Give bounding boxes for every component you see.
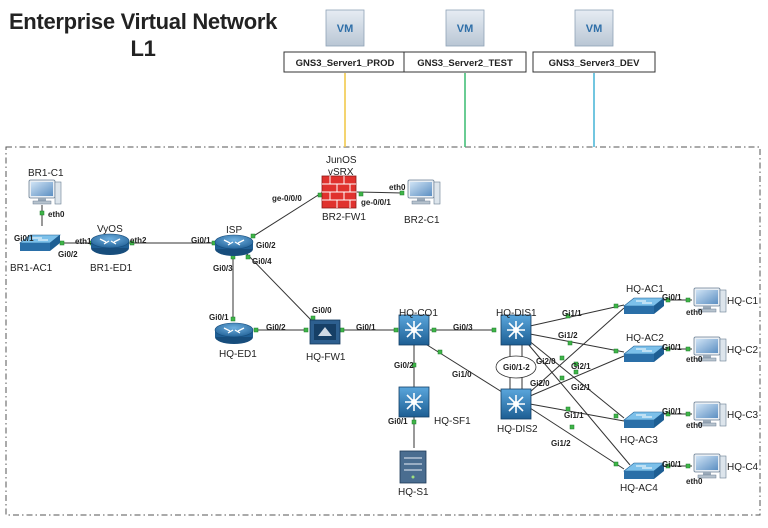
hq-ed1-router-icon[interactable]: [214, 322, 254, 345]
title-line-2: L1: [130, 36, 156, 61]
port-label: Gi0/1: [14, 234, 34, 243]
isp-router-icon[interactable]: [214, 234, 254, 257]
hq-dis2-switch-icon[interactable]: [500, 388, 532, 420]
hq-c4-label: HQ-C4: [727, 462, 759, 473]
port-label: Gi0/3: [213, 264, 233, 273]
port-label: eth0: [686, 477, 703, 486]
server-name: GNS3_Server2_TEST: [417, 58, 513, 69]
hq-co1-switch-icon[interactable]: [398, 314, 430, 346]
br2-c1-pc-icon[interactable]: [407, 179, 441, 205]
port-label: ge-0/0/0: [272, 194, 302, 203]
br2-fw1-label: BR2-FW1: [322, 212, 366, 223]
port-label: Gi0/0: [312, 306, 332, 315]
port-label: Gi1/0: [452, 370, 472, 379]
port-label: Gi0/2: [58, 250, 78, 259]
br2-fw1-os1-label: JunOS: [326, 155, 357, 166]
br1-ed1-label: BR1-ED1: [90, 263, 133, 274]
port-dots: [39, 190, 691, 469]
port-label: Gi0/1: [191, 236, 211, 245]
port-label: eth2: [130, 236, 147, 245]
br1-c1-label: BR1-C1: [28, 168, 64, 179]
hq-fw1-label: HQ-FW1: [306, 352, 346, 363]
port-label: Gi0/3: [453, 323, 473, 332]
port-label: Gi2/1: [571, 362, 591, 371]
hq-ac1-label: HQ-AC1: [626, 284, 664, 295]
port-label: eth1: [75, 237, 92, 246]
port-label: Gi2/0: [530, 379, 550, 388]
server-group: VM GNS3_Server1_PROD VM GNS3_Server2_TEST VM…: [283, 9, 656, 147]
port-label: Gi0/1: [662, 407, 682, 416]
hq-c3-label: HQ-C3: [727, 410, 759, 421]
br1-c1-pc-icon[interactable]: [28, 179, 62, 205]
hq-ac2-label: HQ-AC2: [626, 333, 664, 344]
br1-ed1-router-icon[interactable]: [90, 233, 130, 256]
br2-fw1-firewall-icon[interactable]: [321, 175, 357, 209]
hq-dis2-label: HQ-DIS2: [497, 424, 538, 435]
port-label: Gi0/1: [662, 293, 682, 302]
port-label: Gi0/2: [394, 361, 414, 370]
hq-c1-label: HQ-C1: [727, 296, 759, 307]
port-label: eth0: [48, 210, 65, 219]
dis-link-ellipse: [495, 355, 537, 379]
vm-icon[interactable]: VM: [445, 9, 485, 47]
br2-fw1-os2-label: vSRX: [328, 167, 354, 178]
br2-c1-label: BR2-C1: [404, 215, 440, 226]
port-label: Gi0/2: [256, 241, 276, 250]
server-box[interactable]: [532, 51, 656, 73]
port-label: Gi2/0: [536, 357, 556, 366]
hq-dis1-label: HQ-DIS1: [496, 308, 537, 319]
diagram-title: Enterprise Virtual Network L1: [8, 8, 278, 62]
server-name: GNS3_Server1_PROD: [296, 58, 395, 69]
server-box[interactable]: [403, 51, 527, 73]
port-label: eth0: [389, 183, 406, 192]
port-label: Gi0/1: [662, 343, 682, 352]
hq-c4-pc-icon[interactable]: [693, 453, 727, 479]
hq-ac3-switch-icon[interactable]: [623, 411, 665, 429]
hq-ac4-label: HQ-AC4: [620, 483, 658, 494]
port-label: Gi0/1: [209, 313, 229, 322]
network-boundary: [5, 146, 761, 516]
port-label: Gi0/1-2: [503, 363, 530, 372]
port-label: Gi0/4: [252, 257, 272, 266]
hq-s1-label: HQ-S1: [398, 487, 429, 498]
port-label: eth0: [686, 308, 703, 317]
hq-ac4-switch-icon[interactable]: [623, 462, 665, 480]
port-label: Gi0/1: [662, 460, 682, 469]
hq-ac1-switch-icon[interactable]: [623, 297, 665, 315]
isp-label: ISP: [226, 225, 242, 236]
hq-ac2-switch-icon[interactable]: [623, 345, 665, 363]
port-label: Gi0/1: [388, 417, 408, 426]
title-line-1: Enterprise Virtual Network: [8, 9, 278, 34]
vm-icon[interactable]: VM: [574, 9, 614, 47]
port-label: eth0: [686, 355, 703, 364]
vm-label: VM: [586, 23, 603, 35]
port-label: Gi1/2: [551, 439, 571, 448]
hq-sf1-switch-icon[interactable]: [398, 386, 430, 418]
port-label: Gi0/1: [356, 323, 376, 332]
hq-dis1-switch-icon[interactable]: [500, 314, 532, 346]
br1-ac1-label: BR1-AC1: [10, 263, 53, 274]
port-label: Gi2/1: [571, 383, 591, 392]
br1-ed1-os-label: VyOS: [97, 224, 123, 235]
hq-co1-label: HQ-CO1: [399, 308, 438, 319]
port-label: eth0: [686, 421, 703, 430]
vm-icon[interactable]: VM: [325, 9, 365, 47]
hq-sf1-label: HQ-SF1: [434, 416, 471, 427]
vm-label: VM: [457, 23, 474, 35]
hq-c2-label: HQ-C2: [727, 345, 759, 356]
server-name: GNS3_Server3_DEV: [549, 58, 640, 69]
vm-label: VM: [337, 23, 354, 35]
hq-fw1-firewall-icon[interactable]: [309, 319, 341, 345]
port-label: ge-0/0/1: [361, 198, 391, 207]
port-label: Gi0/2: [266, 323, 286, 332]
port-label: Gi1/2: [558, 331, 578, 340]
hq-ed1-label: HQ-ED1: [219, 349, 257, 360]
hq-s1-server-icon[interactable]: [399, 450, 427, 484]
port-label: Gi1/1: [564, 411, 584, 420]
hq-ac3-label: HQ-AC3: [620, 435, 658, 446]
port-label: Gi1/1: [562, 309, 582, 318]
